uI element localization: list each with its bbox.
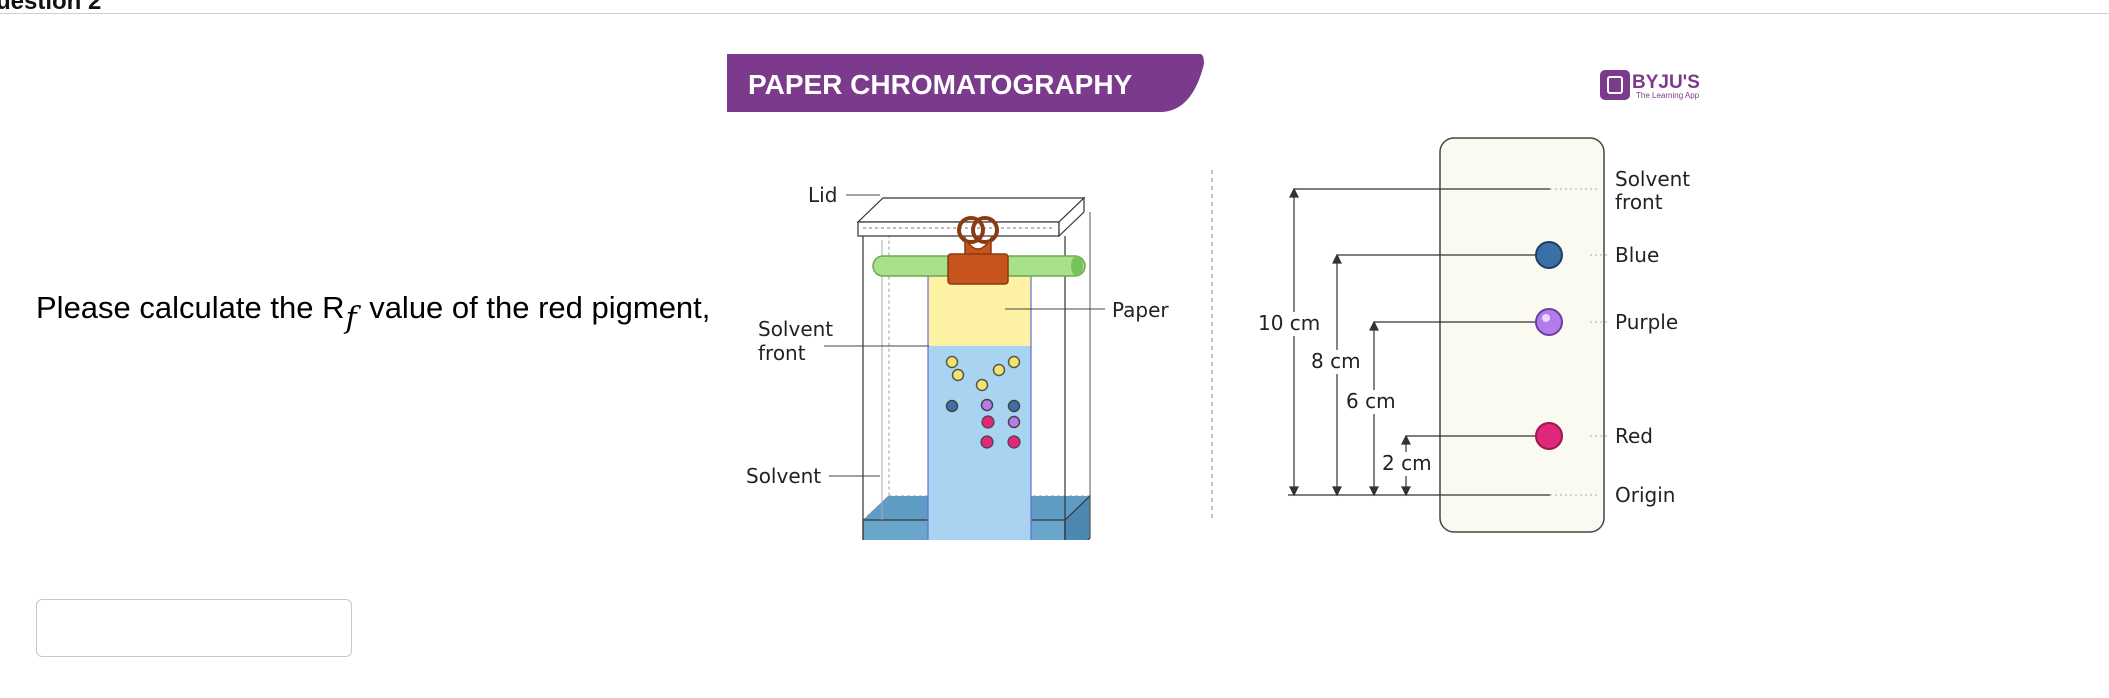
chromatography-figure: PAPER CHROMATOGRAPHY BYJU'S The Learning… xyxy=(720,50,1730,540)
question-header: uestion 2 xyxy=(0,0,2109,14)
brand-tagline: The Learning App xyxy=(1636,91,1700,100)
brand-logo: BYJU'S The Learning App xyxy=(1600,70,1700,100)
prompt-subscript: f xyxy=(345,301,357,336)
label-lid: Lid xyxy=(808,183,837,207)
label-blue: Blue xyxy=(1615,243,1659,267)
distance-6cm: 6 cm xyxy=(1346,389,1396,413)
brand-logo-icon xyxy=(1600,70,1630,100)
distance-8cm: 8 cm xyxy=(1311,349,1361,373)
label-paper: Paper xyxy=(1112,298,1169,322)
paper-pigment-spots xyxy=(945,355,1021,449)
paper-clip xyxy=(947,216,1009,285)
question-prompt: Please calculate the Rf value of the red… xyxy=(36,290,711,336)
chromatography-diagram: PAPER CHROMATOGRAPHY BYJU'S The Learning… xyxy=(727,54,1700,540)
pigment-blue-spot xyxy=(1535,241,1563,269)
label-purple: Purple xyxy=(1615,310,1678,334)
label-solvent-front-line1: Solvent xyxy=(758,317,833,341)
label-red: Red xyxy=(1615,424,1653,448)
label-solvent-front-line2: front xyxy=(758,341,806,365)
pigment-red-spot xyxy=(1535,422,1563,450)
label-solvent-front-strip-2: front xyxy=(1615,190,1663,214)
brand-name: BYJU'S xyxy=(1632,72,1700,93)
paper-strip xyxy=(928,276,1031,346)
label-solvent-front-strip-1: Solvent xyxy=(1615,167,1690,191)
chromatography-jar xyxy=(856,196,1091,540)
prompt-text-after: value of the red pigment, xyxy=(360,290,711,325)
label-origin: Origin xyxy=(1615,483,1675,507)
figure-title: PAPER CHROMATOGRAPHY xyxy=(748,69,1133,100)
pigment-purple-spot xyxy=(1535,308,1563,336)
brand-logo-mark xyxy=(1607,76,1623,94)
prompt-text-before: Please calculate the R xyxy=(36,290,345,325)
distance-2cm: 2 cm xyxy=(1382,451,1432,475)
distance-10cm: 10 cm xyxy=(1258,311,1320,335)
question-number: uestion 2 xyxy=(0,0,102,14)
chromatogram-strip xyxy=(1439,137,1605,533)
answer-input[interactable] xyxy=(36,599,352,657)
label-solvent: Solvent xyxy=(746,464,821,488)
title-banner xyxy=(727,54,1204,112)
